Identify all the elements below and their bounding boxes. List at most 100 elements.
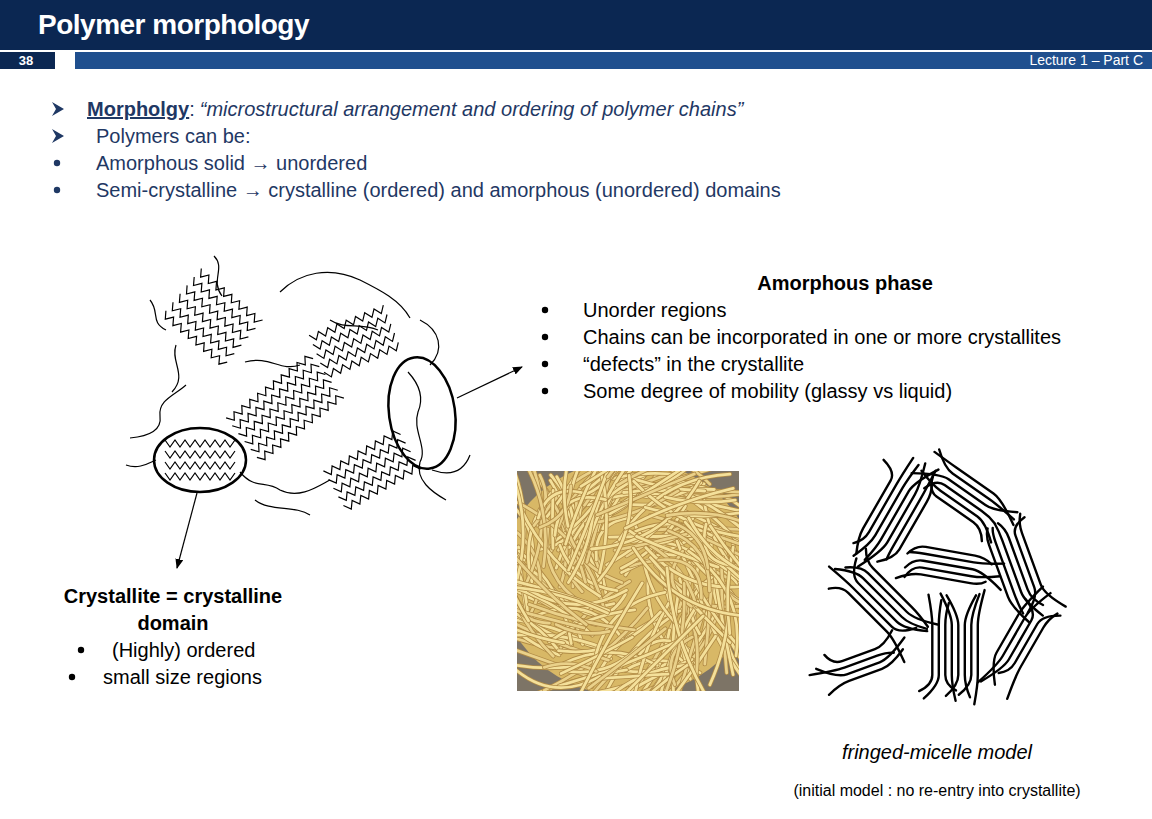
zigzag-chain	[324, 342, 398, 377]
zigzag-chain	[313, 315, 387, 350]
noodle-edge	[517, 526, 586, 624]
micelle-chain	[939, 450, 1014, 520]
noodle	[618, 471, 725, 485]
body-text: Polymers can be:	[96, 124, 251, 148]
noodle	[589, 629, 666, 688]
noodle-edge	[517, 587, 608, 613]
micelle-chain	[945, 603, 956, 691]
noodle-edge	[608, 471, 672, 477]
lecture-label: Lecture 1 – Part C	[1029, 52, 1143, 69]
noodle-edge	[589, 629, 666, 688]
noodle	[728, 547, 734, 633]
noodle	[517, 587, 608, 613]
noodle	[659, 560, 702, 599]
bullet-text: Unorder regions	[583, 298, 726, 322]
spaghetti-photo	[517, 471, 739, 691]
term: Morpholgy	[87, 97, 189, 121]
noodle-edge	[529, 471, 546, 567]
bullet-dot	[69, 674, 75, 680]
micelle-chain	[919, 595, 932, 692]
caption-note: (initial model : no re-entry into crysta…	[793, 779, 1080, 803]
micelle-chain	[1007, 614, 1057, 699]
zigzag-chain	[317, 324, 391, 359]
chain	[432, 455, 470, 473]
noodle	[517, 526, 586, 624]
noodle-edge	[564, 471, 605, 526]
bullet-text: Some degree of mobility (glassy vs liqui…	[583, 379, 952, 403]
text-line: Morpholgy:“microstructural arrangement a…	[87, 97, 743, 121]
noodle	[564, 471, 605, 526]
polymer-chains	[126, 256, 470, 515]
micelle-chain	[907, 547, 991, 565]
noodle	[608, 471, 672, 477]
noodle-edge	[659, 560, 702, 599]
chain	[255, 500, 310, 515]
bullet-dot	[54, 187, 60, 193]
noodle-edge	[689, 518, 739, 577]
fringed-micelle-drawing	[810, 450, 1066, 705]
micelle-chain	[835, 569, 927, 629]
micelle-chain	[1020, 514, 1066, 607]
chain	[240, 472, 330, 493]
heading: Crystallite = crystalline domain	[63, 583, 283, 637]
noodle	[529, 471, 546, 567]
micelle-chain	[829, 649, 903, 695]
caption: fringed-micelle model	[842, 740, 1032, 764]
micelle-chain	[854, 558, 927, 631]
noodle-edge	[618, 471, 725, 485]
noodle-edge	[561, 637, 632, 673]
chain	[172, 345, 179, 392]
micelle-chain	[981, 599, 1033, 682]
arrow-bullet	[52, 102, 64, 116]
noodle-pile	[517, 471, 739, 691]
micelle-chain	[824, 630, 892, 662]
micelle-chain	[905, 567, 1000, 577]
noodle-edge	[710, 526, 739, 603]
zigzag-chain	[165, 462, 235, 469]
noodle	[689, 518, 739, 577]
crystallites	[165, 269, 421, 510]
noodle-edge	[517, 597, 584, 628]
micelle-chain	[816, 638, 904, 676]
zigzag-chain	[165, 440, 235, 447]
zigzag-chain	[251, 388, 338, 452]
noodle-edge	[581, 471, 673, 486]
bullet-dot	[54, 160, 60, 166]
slide-number: 38	[19, 52, 33, 69]
noodle	[561, 637, 632, 673]
noodle	[581, 471, 673, 486]
zigzag-chain	[257, 396, 344, 460]
noodle	[517, 512, 529, 621]
heading: Amorphous phase	[757, 271, 933, 295]
chain	[245, 360, 300, 366]
bullet-dot	[542, 334, 548, 340]
leader-arrow	[177, 493, 197, 568]
noodle-edge	[669, 521, 708, 568]
noodle-edge	[625, 488, 733, 528]
arrow-bullet	[52, 129, 64, 143]
micelle-chain	[922, 471, 992, 543]
bullet-text: (Highly) ordered	[112, 638, 255, 662]
zigzag-chain	[165, 473, 235, 480]
noodle-edge	[597, 474, 694, 515]
slide-title: Polymer morphology	[38, 8, 309, 42]
bullet-text: “defects” in the crystallite	[583, 352, 804, 376]
noodle	[517, 597, 584, 628]
micelle-chain	[999, 616, 1061, 673]
micelle-chain	[896, 574, 986, 584]
zigzag-chain	[165, 311, 227, 365]
bullet-text: small size regions	[103, 665, 262, 689]
chain	[280, 272, 410, 318]
chain	[126, 460, 156, 467]
chain	[408, 372, 422, 462]
noodle	[669, 521, 708, 568]
micelle-chain	[941, 594, 956, 701]
lecture-band	[75, 52, 1152, 69]
noodle-edge	[569, 471, 618, 570]
bullet-dot	[542, 361, 548, 367]
crystallite-ellipse	[154, 428, 246, 492]
bullet-dot	[78, 647, 84, 653]
micelle-chain	[910, 552, 1005, 564]
noodle	[710, 526, 739, 603]
